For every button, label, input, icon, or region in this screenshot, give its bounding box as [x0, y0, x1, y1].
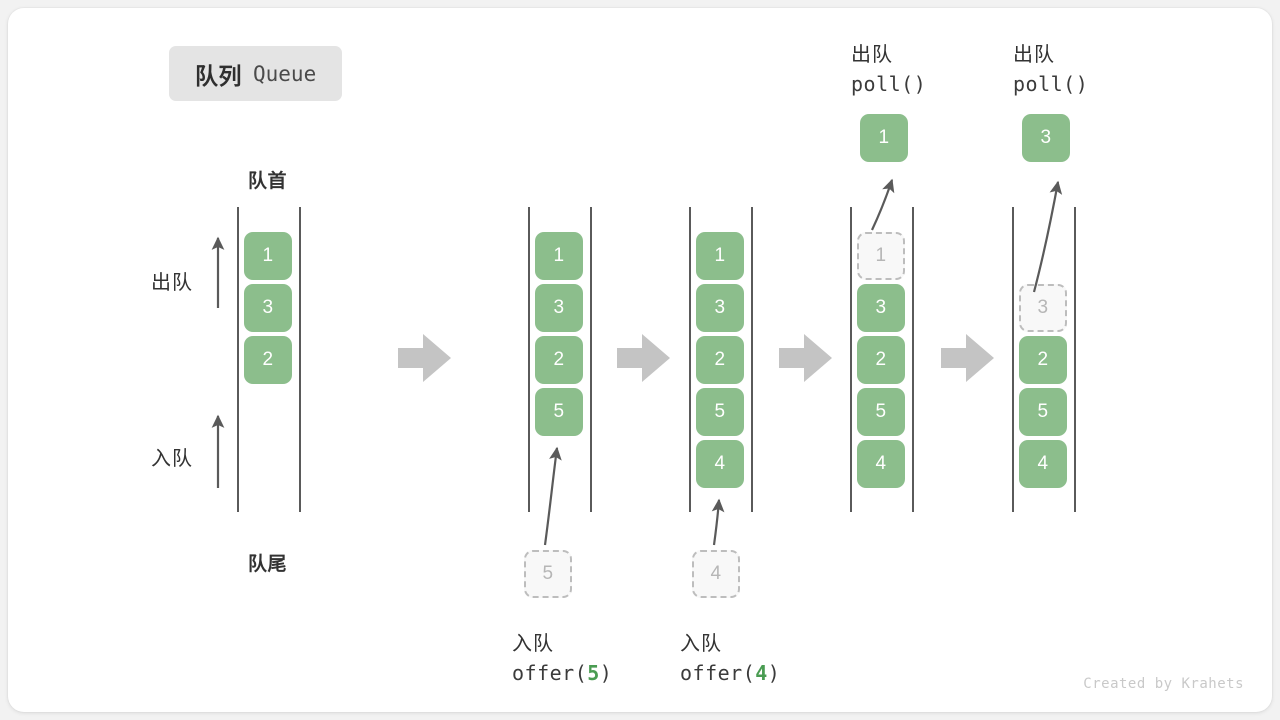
queue-head-label: 队首: [248, 171, 288, 192]
queue-cell: 4: [857, 440, 905, 488]
queue-rail-left-col1: [237, 207, 239, 512]
queue-cell: 2: [1019, 336, 1067, 384]
arrows-overlay: [211, 178, 1063, 546]
queue-cell: 2: [244, 336, 292, 384]
queue-rail-left-col2: [528, 207, 530, 512]
step-arrow-3-4: [779, 334, 832, 382]
queue-cell: 5: [1019, 388, 1067, 436]
queue-rail-left-col5: [1012, 207, 1014, 512]
dequeued-element: 3: [1022, 114, 1070, 162]
queue-ghost-cell: 3: [1019, 284, 1067, 332]
diagram-title-cn: 队列: [195, 62, 242, 89]
poll3-emit-arrow: [1032, 180, 1063, 293]
step-arrow-4-5: [941, 334, 994, 382]
offer5-code-prefix: offer(: [512, 661, 588, 685]
poll1-emit-arrow: [871, 178, 895, 231]
offer4-caption-cn: 入队: [680, 633, 722, 655]
poll1-header-cn: 出队: [851, 44, 893, 66]
offer5-caption-cn: 入队: [512, 633, 554, 655]
offer5-caption-code: offer(5): [512, 661, 612, 685]
step-arrow-2-3: [617, 334, 670, 382]
queue-cell: 3: [857, 284, 905, 332]
queue-ghost-cell: 1: [857, 232, 905, 280]
queue-cell: 4: [1019, 440, 1067, 488]
offer4-code-prefix: offer(: [680, 661, 756, 685]
offer5-code-arg: 5: [587, 661, 600, 685]
dequeued-element: 1: [860, 114, 908, 162]
poll3-header-code: poll(): [1013, 72, 1089, 96]
step-arrow-1-2: [398, 334, 451, 382]
queue-cell: 3: [696, 284, 744, 332]
queue-cell: 5: [696, 388, 744, 436]
queue-cell: 3: [535, 284, 583, 332]
poll3-header-cn: 出队: [1013, 44, 1055, 66]
diagram-title-chip: 队列 Queue: [169, 46, 343, 101]
queue-cell: 3: [244, 284, 292, 332]
queue-cell: 1: [696, 232, 744, 280]
diagram-card: 队列 Queue 队首 队尾 出队 入队 1 3 2 1 3 2 5 5 入队 …: [8, 8, 1272, 712]
queue-rail-right-col5: [1074, 207, 1076, 512]
queue-cell: 2: [535, 336, 583, 384]
queue-ghost-cell: 5: [524, 550, 572, 598]
offer4-code-arg: 4: [755, 661, 768, 685]
queue-rail-right-col3: [751, 207, 753, 512]
queue-rail-right-col4: [912, 207, 914, 512]
enqueue-direction-label: 入队: [151, 448, 193, 470]
queue-tail-label: 队尾: [248, 554, 288, 575]
poll1-header-code: poll(): [851, 72, 927, 96]
offer5-insert-arrow: [543, 446, 562, 546]
queue-cell: 5: [535, 388, 583, 436]
queue-rail-right-col2: [590, 207, 592, 512]
diagram-stage: 队列 Queue 队首 队尾 出队 入队 1 3 2 1 3 2 5 5 入队 …: [8, 8, 1272, 712]
offer4-caption-code: offer(4): [680, 661, 780, 685]
offer4-insert-arrow: [711, 498, 725, 546]
diagram-title-en: Queue: [253, 61, 317, 86]
queue-cell: 5: [857, 388, 905, 436]
queue-cell: 1: [244, 232, 292, 280]
offer4-code-suffix: ): [767, 661, 781, 685]
dequeue-direction-label: 出队: [151, 272, 193, 294]
queue-cell: 2: [857, 336, 905, 384]
queue-cell: 2: [696, 336, 744, 384]
offer5-code-suffix: ): [599, 661, 613, 685]
queue-cell: 1: [535, 232, 583, 280]
queue-rail-right-col1: [299, 207, 301, 512]
credit-text: Created by Krahets: [1083, 676, 1244, 692]
queue-rail-left-col4: [850, 207, 852, 512]
queue-ghost-cell: 4: [692, 550, 740, 598]
queue-rail-left-col3: [689, 207, 691, 512]
queue-cell: 4: [696, 440, 744, 488]
